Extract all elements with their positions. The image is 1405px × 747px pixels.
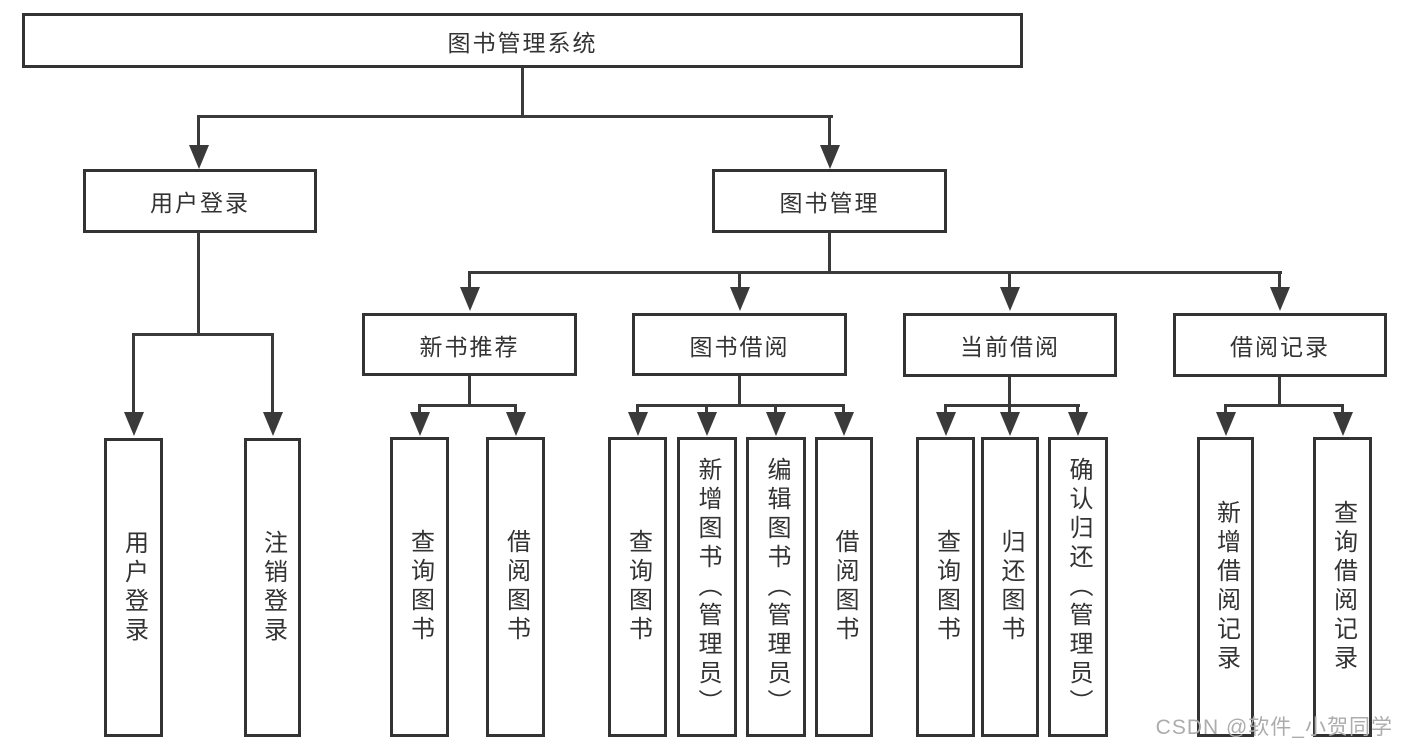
csdn-watermark: CSDN @软件_小贺同学 xyxy=(1155,716,1393,739)
node-label: 注销登录 xyxy=(259,529,287,646)
connector-line xyxy=(828,232,831,274)
node-label: 图书借阅 xyxy=(689,333,790,360)
node-label: 查询图书 xyxy=(932,529,960,645)
connector-line xyxy=(197,232,200,336)
connector-line xyxy=(197,115,833,118)
node-label: 借阅图书 xyxy=(831,529,858,645)
node-borrow-books: 借阅图书 xyxy=(815,437,873,737)
arrow-down-icon xyxy=(999,271,1020,311)
connector-line xyxy=(738,376,741,407)
arrow-down-icon xyxy=(935,404,956,436)
node-book-management: 图书管理 xyxy=(712,169,947,233)
arrow-down-icon xyxy=(188,115,209,169)
node-label: 查询图书 xyxy=(624,529,652,645)
node-label: 图书管理系统 xyxy=(447,29,598,56)
node-label: 确认归还（管理员） xyxy=(1065,456,1092,718)
node-query-borrow-record: 查询借阅记录 xyxy=(1313,437,1372,737)
node-add-borrow-record: 新增借阅记录 xyxy=(1197,437,1254,737)
node-label: 图书管理 xyxy=(779,190,880,216)
node-label: 当前借阅 xyxy=(960,334,1060,360)
node-query-books: 查询图书 xyxy=(390,437,449,737)
node-label: 编辑图书（管理员） xyxy=(763,456,790,718)
node-label: 借阅记录 xyxy=(1230,334,1330,360)
node-query-books: 查询图书 xyxy=(608,437,667,737)
connector-line xyxy=(636,404,845,407)
arrow-down-icon xyxy=(819,115,840,169)
node-label: 新增借阅记录 xyxy=(1212,500,1240,674)
node-library-management-system: 图书管理系统 xyxy=(22,13,1023,68)
arrow-down-icon xyxy=(505,404,526,436)
node-logout: 注销登录 xyxy=(244,438,301,737)
connector-line xyxy=(944,404,1080,407)
node-label: 新书推荐 xyxy=(419,333,520,360)
arrow-down-icon xyxy=(765,404,786,436)
node-label: 用户登录 xyxy=(150,190,250,216)
node-confirm-return-admin: 确认归还（管理员） xyxy=(1048,437,1108,737)
node-edit-book-admin: 编辑图书（管理员） xyxy=(746,437,806,737)
connector-line xyxy=(418,404,517,407)
node-borrow-books: 借阅图书 xyxy=(486,437,545,737)
node-label: 归还图书 xyxy=(997,529,1024,645)
node-label: 新增图书（管理员） xyxy=(694,456,721,718)
node-user-login: 用户登录 xyxy=(83,169,317,233)
node-label: 用户登录 xyxy=(120,529,148,646)
arrow-down-icon xyxy=(627,404,648,436)
arrow-down-icon xyxy=(1269,271,1290,311)
connector-line xyxy=(1278,377,1281,407)
arrow-down-icon xyxy=(262,333,283,436)
connector-line xyxy=(1224,404,1344,407)
connector-line xyxy=(1008,377,1011,407)
node-return-books: 归还图书 xyxy=(981,437,1039,737)
arrow-down-icon xyxy=(123,333,144,436)
arrow-down-icon xyxy=(729,271,750,311)
node-current-borrowing: 当前借阅 xyxy=(903,313,1117,377)
arrow-down-icon xyxy=(409,404,430,436)
connector-line xyxy=(132,333,274,336)
connector-line xyxy=(468,271,1282,274)
node-label: 借阅图书 xyxy=(502,529,530,645)
arrow-down-icon xyxy=(696,404,717,436)
node-query-books: 查询图书 xyxy=(916,437,975,737)
node-borrowing-records: 借阅记录 xyxy=(1173,313,1387,377)
arrow-down-icon xyxy=(1215,404,1236,436)
connector-line xyxy=(521,68,524,117)
arrow-down-icon xyxy=(999,404,1020,436)
arrow-down-icon xyxy=(1067,404,1088,436)
arrow-down-icon xyxy=(1332,404,1353,436)
node-label: 查询图书 xyxy=(406,529,434,645)
node-new-book-recommendation: 新书推荐 xyxy=(362,313,577,376)
connector-line xyxy=(468,376,471,407)
arrow-down-icon xyxy=(833,404,854,436)
node-book-borrowing: 图书借阅 xyxy=(632,313,847,376)
node-label: 查询借阅记录 xyxy=(1329,500,1357,674)
arrow-down-icon xyxy=(459,271,480,311)
node-add-book-admin: 新增图书（管理员） xyxy=(677,437,737,737)
node-user-login-action: 用户登录 xyxy=(104,438,163,737)
